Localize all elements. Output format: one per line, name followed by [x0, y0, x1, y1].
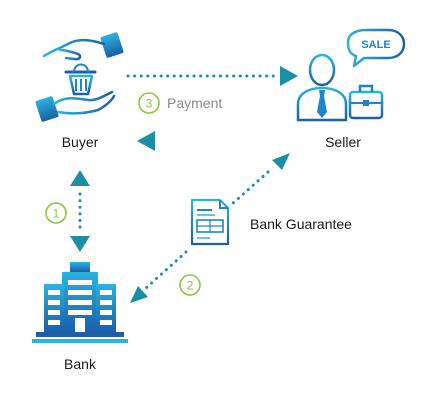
- seller-label: Seller: [325, 134, 361, 150]
- document-icon: [190, 198, 230, 246]
- bank-seller-arrow: [130, 153, 290, 303]
- step-3-badge: 3: [138, 92, 160, 114]
- step-1-badge: 1: [45, 202, 67, 224]
- return-arrow: [137, 131, 155, 151]
- step-3-number: 3: [146, 97, 153, 111]
- payment-label: Payment: [167, 95, 222, 111]
- buyer-label: Buyer: [62, 134, 99, 150]
- bank-building-icon: [32, 262, 128, 343]
- payment-arrow: [126, 66, 298, 86]
- businessman-briefcase-icon: SALE: [296, 28, 406, 122]
- bank-label: Bank: [64, 356, 97, 372]
- step-1-number: 1: [53, 207, 60, 221]
- step-2-number: 2: [187, 279, 194, 293]
- step-2-badge: 2: [179, 274, 201, 296]
- buyer-bank-arrow: [70, 170, 90, 252]
- sale-badge-text: SALE: [361, 39, 390, 51]
- hands-basket-icon: [35, 32, 124, 122]
- bank-guarantee-label: Bank Guarantee: [250, 216, 352, 232]
- sale-bubble: SALE: [346, 28, 406, 68]
